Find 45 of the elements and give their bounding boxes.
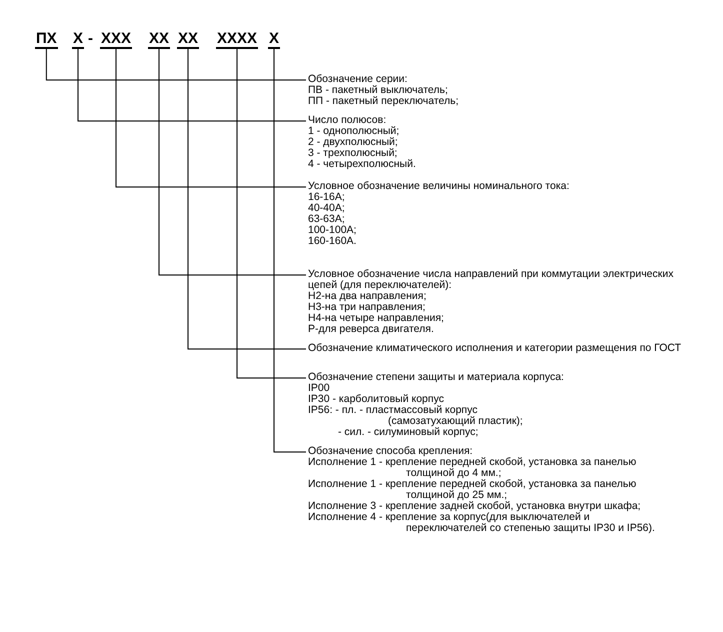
option-text: - сил. - силуминовый корпус; [338,427,479,438]
leader-line [188,48,306,350]
option-text: 100-100А; [308,225,358,236]
code-segment: Х [72,30,84,49]
leader-line [78,48,306,122]
option-text: Исполнение 1 - крепление передней скобой, установка за панелью толщиной до 25 мм.; [308,479,638,501]
description-heading: Обозначение способа крепления: [308,446,474,457]
option-text: Н2-на два направления; [308,291,426,302]
option-text: ПВ - пакетный выключатель; [308,85,449,96]
option-text: Исполнение 4 - крепление за корпус(для выключателей и переключателей со степенью защиты IP30 и IP56). [308,512,656,534]
code-segment: Х [268,30,280,49]
option-text: 160-160А. [308,236,358,247]
leader-line [46,48,306,80]
option-text: 16-16А; [308,192,346,203]
option-text: Исполнение 3 - крепление задней скобой, установка внутри шкафа; [308,501,642,512]
option-text: IP30 - карболитовый корпус [308,394,445,405]
option-text: IP56: - пл. - пластмассовый корпус (самозатухающий пластик); [308,405,524,427]
leader-line [274,48,306,452]
code-segment: ХХ [148,30,170,49]
leader-line [116,48,306,188]
code-segment: ПХ [35,30,58,49]
separator-dash: - [88,30,93,47]
option-text: Н3-на три направления; [308,302,426,313]
option-text: 2 - двухполюсный; [308,137,398,148]
option-text: ПП - пакетный переключатель; [308,96,460,107]
option-text: Исполнение 1 - крепление передней скобой, установка за панелью толщиной до 4 мм.; [308,457,638,479]
description-heading: Обозначение климатического исполнения и категории размещения по ГОСТ [308,343,682,354]
description-heading: Обозначение серии: [308,74,408,85]
option-text: 1 - однополюсный; [308,126,400,137]
code-segment: ХХ [177,30,200,49]
option-text: 4 - четырехполюсный. [308,159,417,170]
description-heading: Условное обозначение величины номинального тока: [308,181,570,192]
code-segment: ХХХХ [216,30,258,49]
option-text: Н4-на четыре направления; [308,313,445,324]
description-heading: Обозначение степени защиты и материала корпуса: [308,372,565,383]
option-text: 63-63А; [308,214,346,225]
option-text: 3 - трехполюсный; [308,148,398,159]
leader-line [158,48,306,276]
option-text: Р-для реверса двигателя. [308,324,434,335]
code-segment: ХХХ [100,30,132,49]
description-heading: Число полюсов: [308,115,388,126]
option-text: IP00 [308,383,331,394]
leader-line [236,48,306,378]
option-text: 40-40А; [308,203,346,214]
description-heading: Условное обозначение числа направлений при коммутации электрических цепей (для переключателей): [308,269,674,291]
